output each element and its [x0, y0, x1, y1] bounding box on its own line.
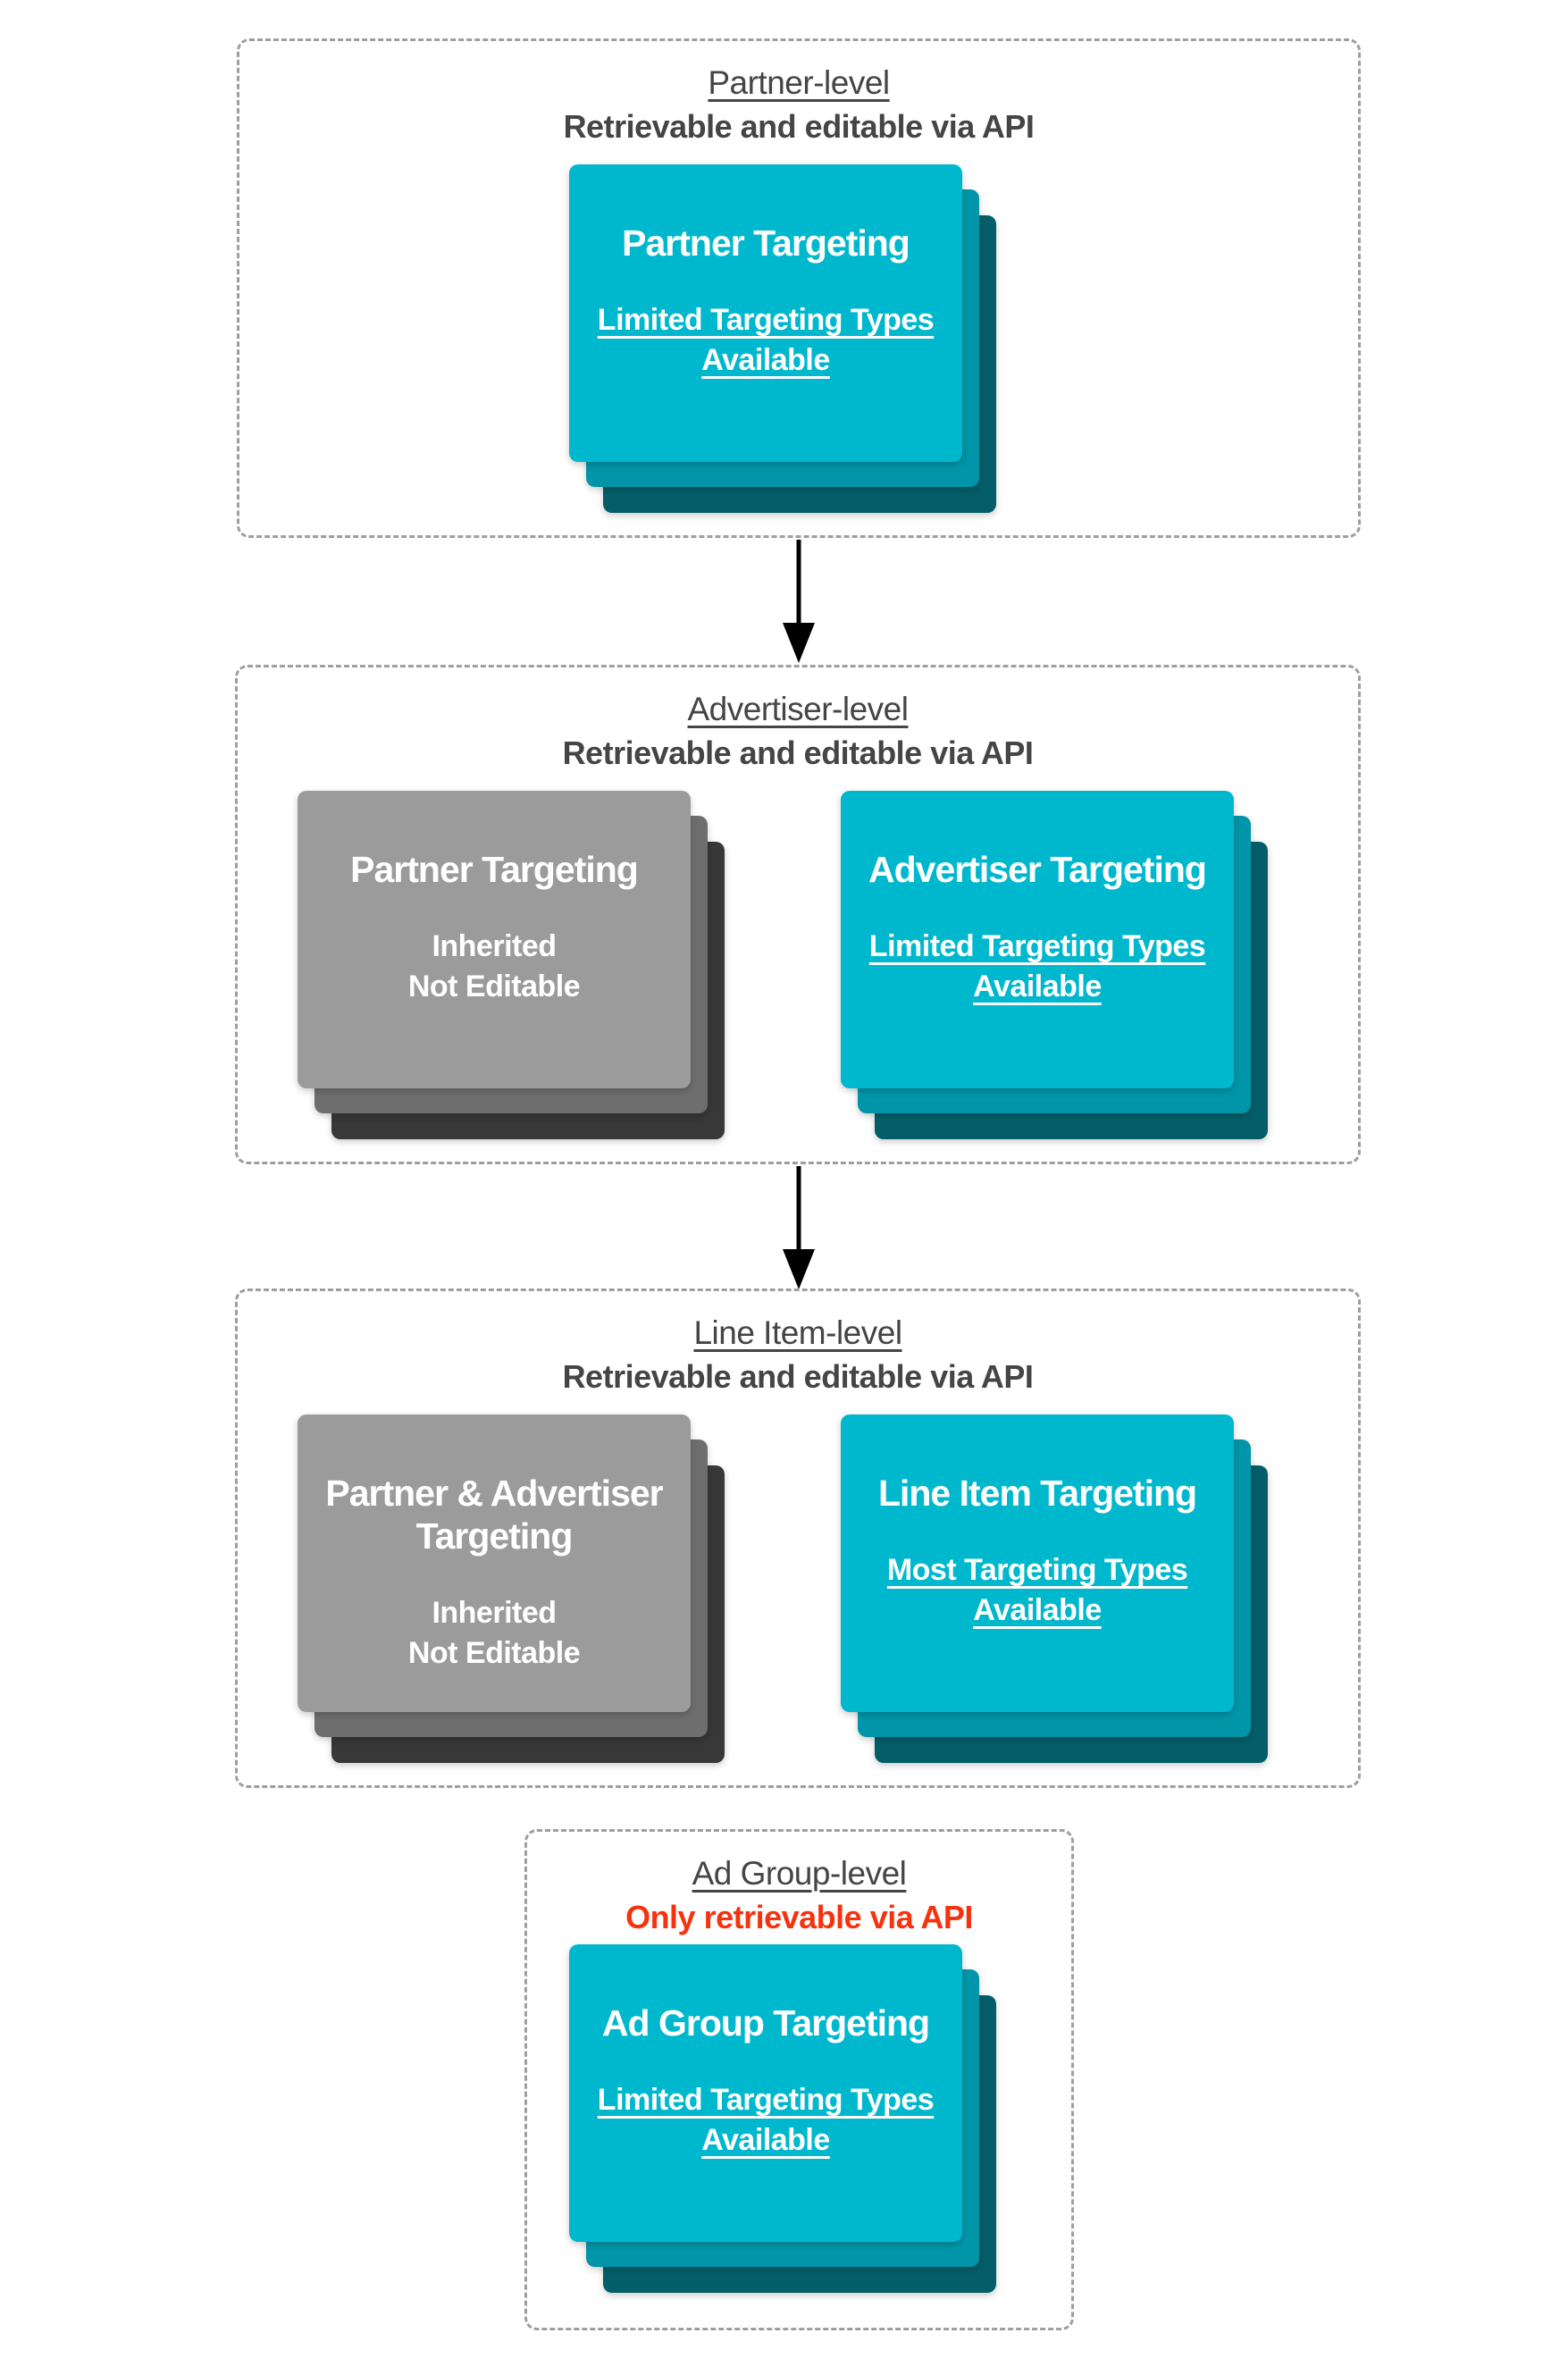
card-subtitle-line1: Most Targeting Types: [886, 1553, 1188, 1587]
section-subtitle: Retrievable and editable via API: [562, 734, 1034, 771]
card-subtitle-line2: Available: [973, 1593, 1102, 1627]
section-subtitle: Only retrievable via API: [625, 1899, 973, 1935]
section-line-item-level: Line Item-level Retrievable and editable…: [235, 1288, 1361, 1788]
card-subtitle-line1: Inherited: [432, 929, 557, 963]
card-layer-front: Partner & Advertiser Targeting Inherited…: [298, 1414, 691, 1712]
section-subtitle: Retrievable and editable via API: [563, 108, 1035, 145]
card-layer-front: Partner Targeting Limited Targeting Type…: [569, 164, 962, 462]
card-subtitle-line2: Not Editable: [407, 969, 581, 1003]
card-layer-front: Line Item Targeting Most Targeting Types…: [841, 1414, 1234, 1712]
card-title: Ad Group Targeting: [601, 2002, 930, 2044]
card-title: Partner & Advertiser Targeting: [325, 1473, 663, 1557]
section-partner-level: Partner-level Retrievable and editable v…: [237, 38, 1361, 538]
down-arrow-icon: [783, 1166, 815, 1289]
section-subtitle: Retrievable and editable via API: [562, 1358, 1034, 1395]
card-inherited-partner-advertiser-targeting: Partner & Advertiser Targeting Inherited…: [298, 1414, 725, 1763]
card-partner-targeting: Partner Targeting Limited Targeting Type…: [569, 164, 996, 513]
card-subtitle-line2: Available: [701, 343, 830, 377]
card-title: Partner Targeting: [350, 849, 639, 890]
section-title: Partner-level: [708, 64, 890, 101]
down-arrow-icon: [783, 540, 815, 663]
card-title: Advertiser Targeting: [868, 849, 1207, 890]
card-layer-front: Advertiser Targeting Limited Targeting T…: [841, 791, 1234, 1088]
card-subtitle-line2: Not Editable: [407, 1636, 581, 1670]
card-ad-group-targeting: Ad Group Targeting Limited Targeting Typ…: [569, 1944, 996, 2293]
section-title: Advertiser-level: [687, 691, 909, 727]
section-advertiser-level: Advertiser-level Retrievable and editabl…: [235, 665, 1361, 1164]
card-subtitle-line2: Available: [701, 2123, 830, 2157]
card-line-item-targeting: Line Item Targeting Most Targeting Types…: [841, 1414, 1268, 1763]
card-title: Line Item Targeting: [877, 1473, 1197, 1514]
card-layer-front: Ad Group Targeting Limited Targeting Typ…: [569, 1944, 962, 2242]
section-title: Ad Group-level: [692, 1855, 907, 1892]
card-inherited-partner-targeting: Partner Targeting Inherited Not Editable: [298, 791, 725, 1139]
card-subtitle-line1: Limited Targeting Types: [868, 929, 1206, 963]
card-subtitle-line1: Limited Targeting Types: [597, 303, 935, 337]
card-subtitle-line2: Available: [973, 969, 1102, 1003]
card-layer-front: Partner Targeting Inherited Not Editable: [298, 791, 691, 1088]
card-title: Partner Targeting: [622, 222, 910, 264]
card-subtitle-line1: Limited Targeting Types: [597, 2083, 935, 2117]
section-ad-group-level: Ad Group-level Only retrievable via API …: [524, 1829, 1074, 2330]
section-title: Line Item-level: [693, 1314, 902, 1351]
card-advertiser-targeting: Advertiser Targeting Limited Targeting T…: [841, 791, 1268, 1139]
card-subtitle-line1: Inherited: [432, 1596, 557, 1630]
